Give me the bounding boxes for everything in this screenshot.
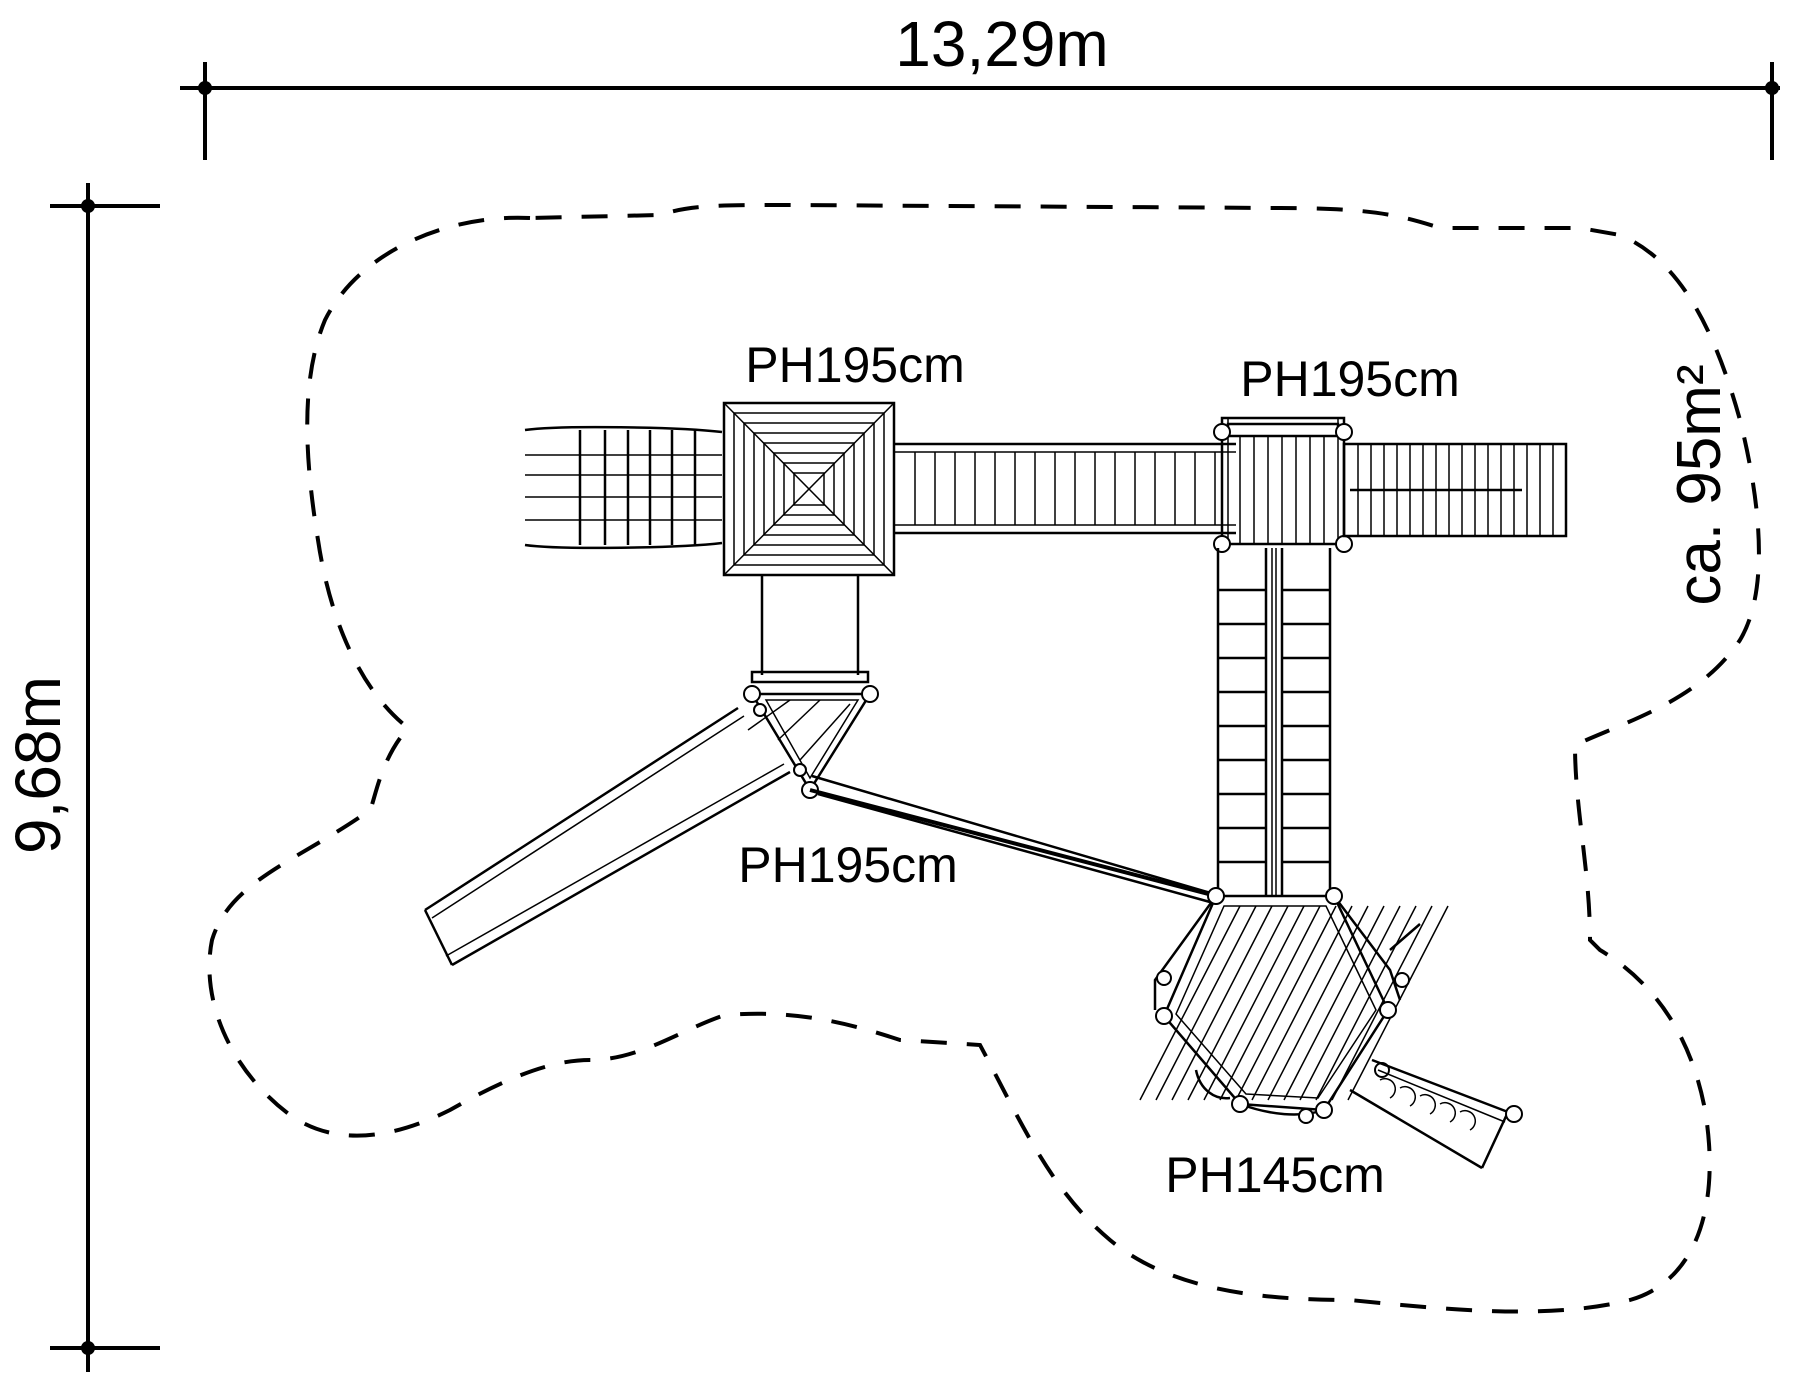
area-label: ca. 95m² <box>1665 364 1734 605</box>
ladder-vertical <box>1216 548 1332 895</box>
climbing-net <box>524 425 723 550</box>
right-tower <box>1213 416 1353 553</box>
safety-area-boundary <box>207 202 1761 1314</box>
hexagon-platform <box>1139 887 1449 1124</box>
right-tower-height-label: PH195cm <box>1240 351 1460 407</box>
slide <box>423 706 791 967</box>
triangle-platform <box>743 685 879 799</box>
height-dimension <box>50 183 160 1372</box>
tower-connector <box>750 575 870 684</box>
square-tower-height-label: PH195cm <box>745 337 965 393</box>
width-label: 13,29m <box>895 8 1108 80</box>
height-label: 9,68m <box>2 676 74 854</box>
hexagon-platform-height-label: PH145cm <box>1165 1147 1385 1203</box>
balance-beam <box>809 774 1217 904</box>
bridge <box>894 442 1236 535</box>
triangle-platform-height-label: PH195cm <box>738 837 958 893</box>
climbing-ramp <box>1349 1058 1523 1170</box>
right-deck <box>1342 442 1568 538</box>
width-dimension <box>180 62 1780 160</box>
square-tower <box>722 401 896 577</box>
